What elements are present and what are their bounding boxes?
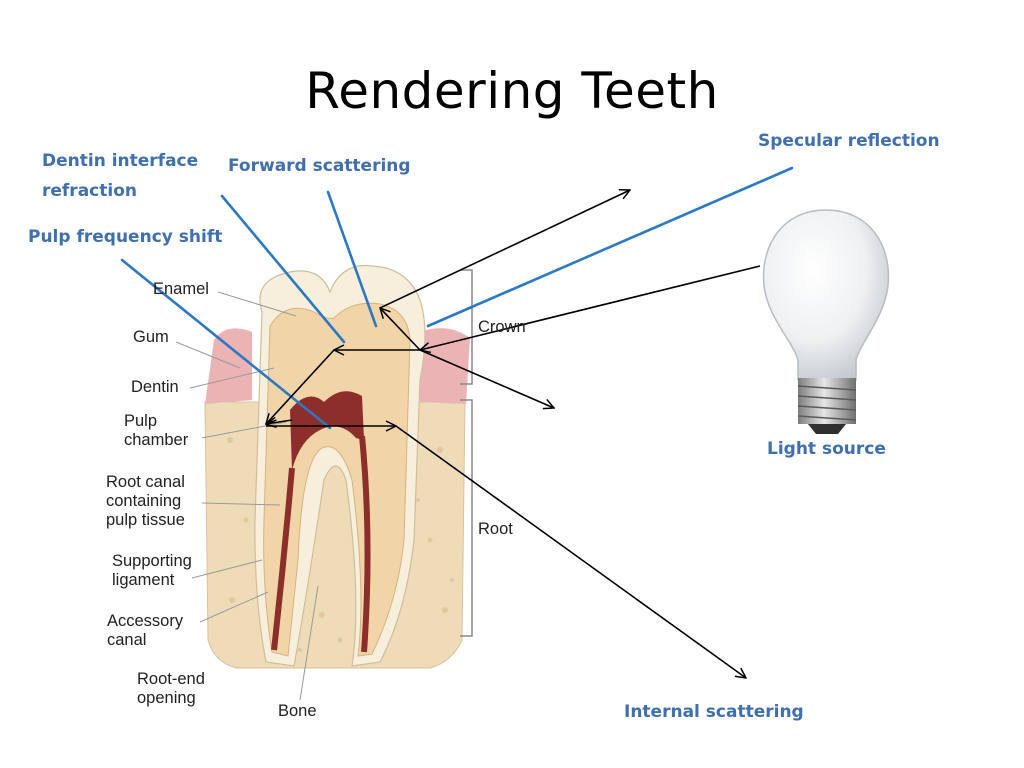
label-crown: Crown xyxy=(478,318,526,336)
label-pulp-chamber: Pulp chamber xyxy=(124,412,189,449)
callout-pulp-frequency-shift: Pulp frequency shift xyxy=(28,227,223,247)
ray-refracted-down xyxy=(419,349,554,408)
label-accessory-canal: Accessory canal xyxy=(107,612,184,649)
pulp-canal xyxy=(359,435,371,653)
callout-specular-reflection: Specular reflection xyxy=(758,131,940,151)
gum xyxy=(205,328,252,404)
light-bulb-icon xyxy=(762,209,890,434)
ray-reflection-up xyxy=(380,308,421,351)
ray-internal xyxy=(395,425,746,678)
crown-bracket xyxy=(460,269,473,385)
callout-internal-scattering: Internal scattering xyxy=(624,702,804,722)
pointer-pulp-frequency xyxy=(120,258,332,430)
slide-title: Rendering Teeth xyxy=(305,62,719,120)
label-enamel: Enamel xyxy=(153,280,209,298)
ray-incident xyxy=(420,265,761,350)
label-root-canal: Root canal containing pulp tissue xyxy=(106,473,185,529)
label-supporting-ligament: Supporting ligament xyxy=(112,552,192,589)
pointer-specular-reflection xyxy=(426,166,794,328)
callout-dentin-interface: Dentin interface refraction xyxy=(42,151,199,201)
label-root-end-opening: Root-end opening xyxy=(137,670,205,707)
label-gum: Gum xyxy=(133,328,169,346)
callout-light-source: Light source xyxy=(767,439,886,459)
callout-forward-scattering: Forward scattering xyxy=(228,156,411,176)
ray-pulp-back xyxy=(266,420,293,424)
pointer-dentin-interface xyxy=(220,194,346,344)
dentin xyxy=(263,302,411,657)
pulp-canal xyxy=(271,467,295,651)
label-bone: Bone xyxy=(278,702,317,720)
ray-specular-out xyxy=(379,190,630,309)
label-root: Root xyxy=(478,520,513,538)
ray-forward xyxy=(266,349,335,424)
pointer-forward-scattering xyxy=(326,190,378,328)
root-bracket xyxy=(460,399,473,637)
label-dentin: Dentin xyxy=(131,378,179,396)
